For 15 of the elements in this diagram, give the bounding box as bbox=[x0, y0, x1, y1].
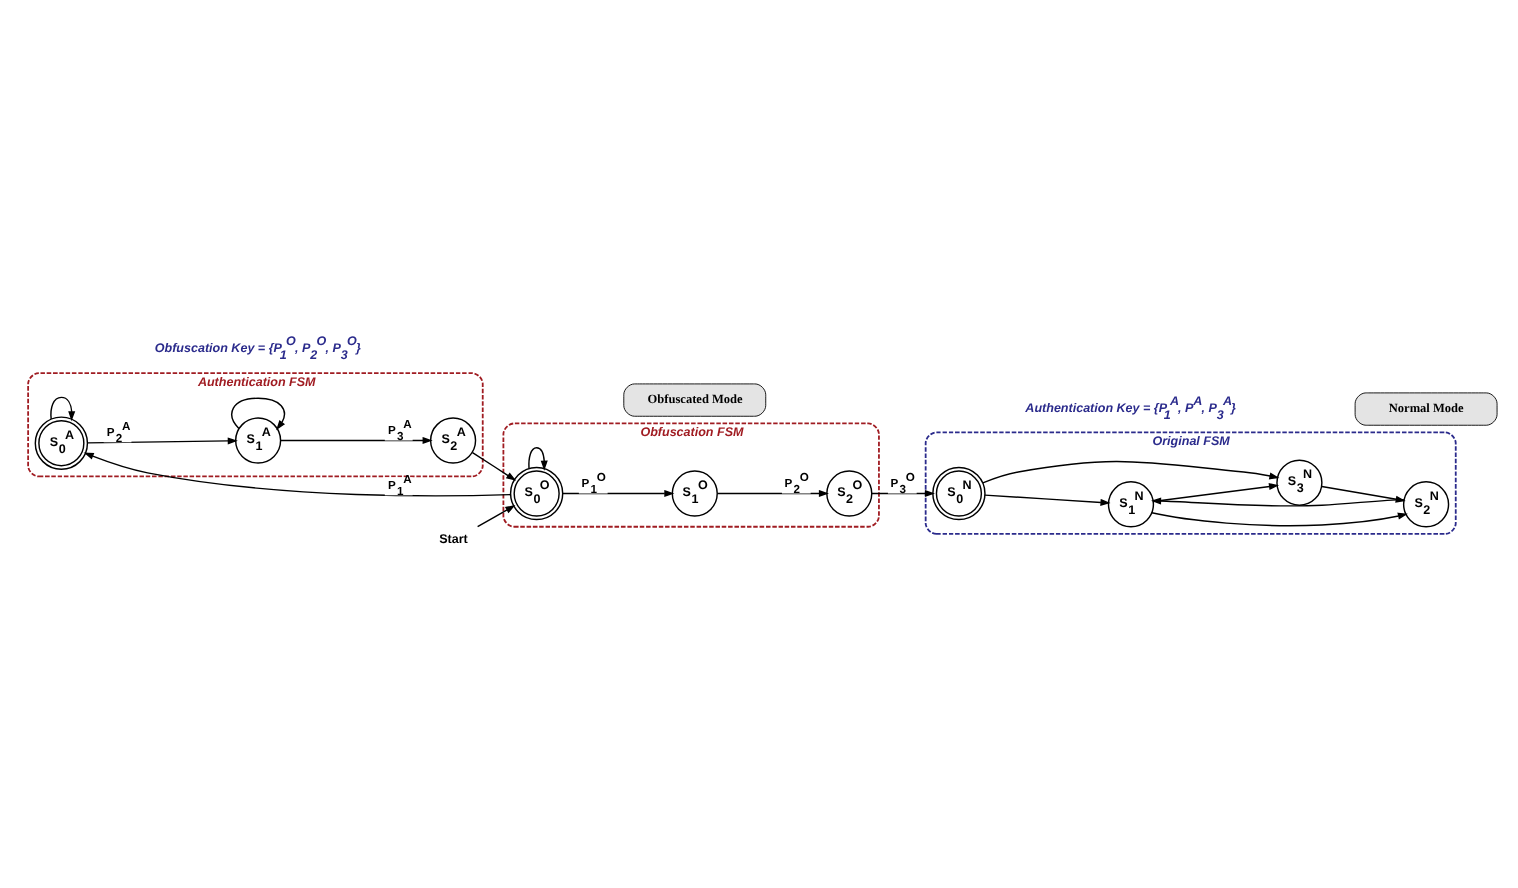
arrow bbox=[1152, 482, 1280, 502]
arrow bbox=[231, 396, 286, 430]
arrow bbox=[87, 436, 238, 444]
arrow bbox=[984, 493, 1111, 505]
arrow bbox=[1321, 484, 1406, 502]
arrow bbox=[562, 489, 675, 497]
arrow bbox=[982, 459, 1280, 483]
arrow bbox=[280, 435, 433, 444]
arrow bbox=[716, 489, 829, 497]
arrow bbox=[476, 504, 516, 527]
arrow bbox=[50, 395, 76, 421]
arrow bbox=[1151, 511, 1408, 526]
arrow bbox=[471, 450, 517, 480]
arrow bbox=[1151, 496, 1405, 506]
arrow bbox=[528, 445, 548, 470]
